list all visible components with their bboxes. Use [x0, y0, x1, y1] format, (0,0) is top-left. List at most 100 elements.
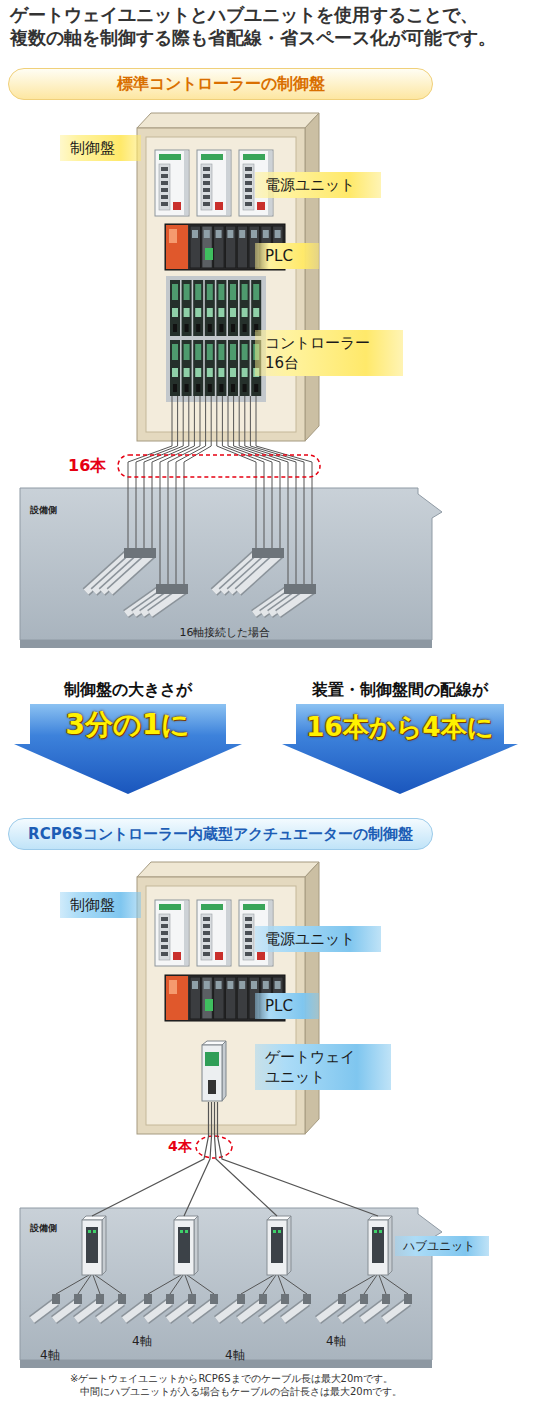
actuator-motor: [382, 1294, 390, 1304]
controller-face: [218, 284, 224, 300]
terminal-screw: [161, 931, 168, 935]
hub-panel: [178, 1227, 190, 1263]
band-shape: [9, 69, 433, 100]
controller-port: [219, 324, 223, 332]
controller-face: [207, 368, 213, 377]
section-band: 標準コントローラーの制御盤: [8, 68, 433, 100]
actuator-motor: [268, 548, 276, 558]
panel-edge: [20, 640, 432, 648]
actuator-motor: [210, 1294, 218, 1304]
controller-port: [208, 384, 212, 392]
power-supply-badge: [243, 904, 265, 910]
terminal-screw: [203, 181, 210, 185]
controller-face: [207, 344, 213, 360]
hub-side: [194, 1216, 198, 1275]
din-panel: [166, 276, 266, 402]
power-supply-badge: [201, 154, 223, 160]
terminal-screw: [161, 195, 168, 199]
power-supply-badge: [243, 154, 265, 160]
arrow-heading: 制御盤の大きさが: [64, 680, 192, 700]
hub-unit-group: 4軸: [129, 1216, 221, 1364]
controller-unit: [216, 280, 226, 336]
terminal-screw: [161, 945, 168, 949]
plc-module: [190, 226, 201, 268]
cabinet-top: [137, 113, 319, 128]
actuator-motor: [188, 1294, 196, 1304]
actuator-motor: [338, 1294, 346, 1304]
plc-module-face: [275, 981, 281, 989]
controller-face: [218, 308, 224, 317]
actuator-motor: [164, 584, 172, 594]
controller-unit: [240, 280, 250, 336]
power-supply-side: [184, 901, 188, 965]
actuator-motor: [276, 548, 284, 558]
cable-bundle-mark: [196, 1136, 232, 1158]
terminal-screw: [161, 202, 168, 206]
cabinet-top: [137, 862, 319, 877]
plc-power-module: [166, 976, 188, 1020]
band-shape: [9, 819, 433, 850]
plc-module-face: [239, 230, 245, 238]
plc-module: [202, 977, 213, 1019]
plc-module-face: [275, 230, 281, 238]
section-title: 標準コントローラーの制御盤: [117, 68, 325, 100]
controller-port: [231, 384, 235, 392]
note-text: 16軸接続した場合: [180, 626, 271, 640]
control-cabinet-outline: [137, 113, 319, 441]
plc-module: [237, 226, 248, 268]
plc-module-face: [192, 981, 198, 989]
plc-power-module: [166, 225, 188, 269]
control-cabinet: 制御盤: [137, 113, 319, 441]
callout-ribbon: 制御盤: [60, 135, 141, 161]
controller-face: [172, 308, 178, 317]
power-supply: [155, 150, 189, 216]
controller-face: [184, 344, 190, 360]
actuator-motor: [52, 1294, 60, 1304]
controller-unit: [251, 280, 261, 336]
plc-module-face: [204, 981, 210, 989]
plc-module-face: [192, 230, 198, 238]
axis-count: 4軸: [225, 1348, 245, 1362]
terminal-screw: [161, 174, 168, 178]
controller-port: [196, 384, 200, 392]
cable-count: 4本: [168, 1136, 192, 1156]
area-label: 設備側: [30, 504, 57, 516]
actuator-motor: [260, 548, 268, 558]
controller-port: [231, 324, 235, 332]
terminal-block: [243, 164, 254, 210]
terminal-screw: [245, 938, 252, 942]
controller-port: [196, 324, 200, 332]
controller-unit: [193, 280, 203, 336]
terminal-screw: [161, 181, 168, 185]
arrow-value: 16本から4本に: [306, 710, 493, 744]
section-band: RCP6Sコントローラー内蔵型アクチュエーターの制御盤: [8, 818, 433, 850]
controller-face: [230, 344, 236, 360]
terminal-screw: [245, 945, 252, 949]
gateway-port: [208, 1080, 216, 1094]
hub-led: [88, 1230, 91, 1233]
actuator-motor: [308, 584, 316, 594]
axis-count: 4軸: [40, 1348, 60, 1362]
actuator-motor: [180, 584, 188, 594]
terminal-screw: [203, 931, 210, 935]
controller-unit: [170, 340, 180, 396]
terminal-screw: [203, 202, 210, 206]
plc-module-face: [227, 981, 233, 989]
controller-face: [230, 284, 236, 300]
controller-unit: [193, 340, 203, 396]
actuator-motor: [140, 548, 148, 558]
terminal-screw: [245, 181, 252, 185]
terminal-screw: [245, 174, 252, 178]
controller-face: [242, 284, 248, 300]
hub-led: [379, 1230, 382, 1233]
terminal-screw: [203, 952, 210, 956]
controller-face: [172, 284, 178, 300]
actuator-motor: [74, 1294, 82, 1304]
hub-panel: [372, 1227, 384, 1263]
actuator-motor: [252, 548, 260, 558]
actuator-motor: [300, 584, 308, 594]
terminal-screw: [245, 188, 252, 192]
plc-module-face: [216, 230, 222, 238]
arrow-value: 3分の1に: [66, 708, 191, 742]
